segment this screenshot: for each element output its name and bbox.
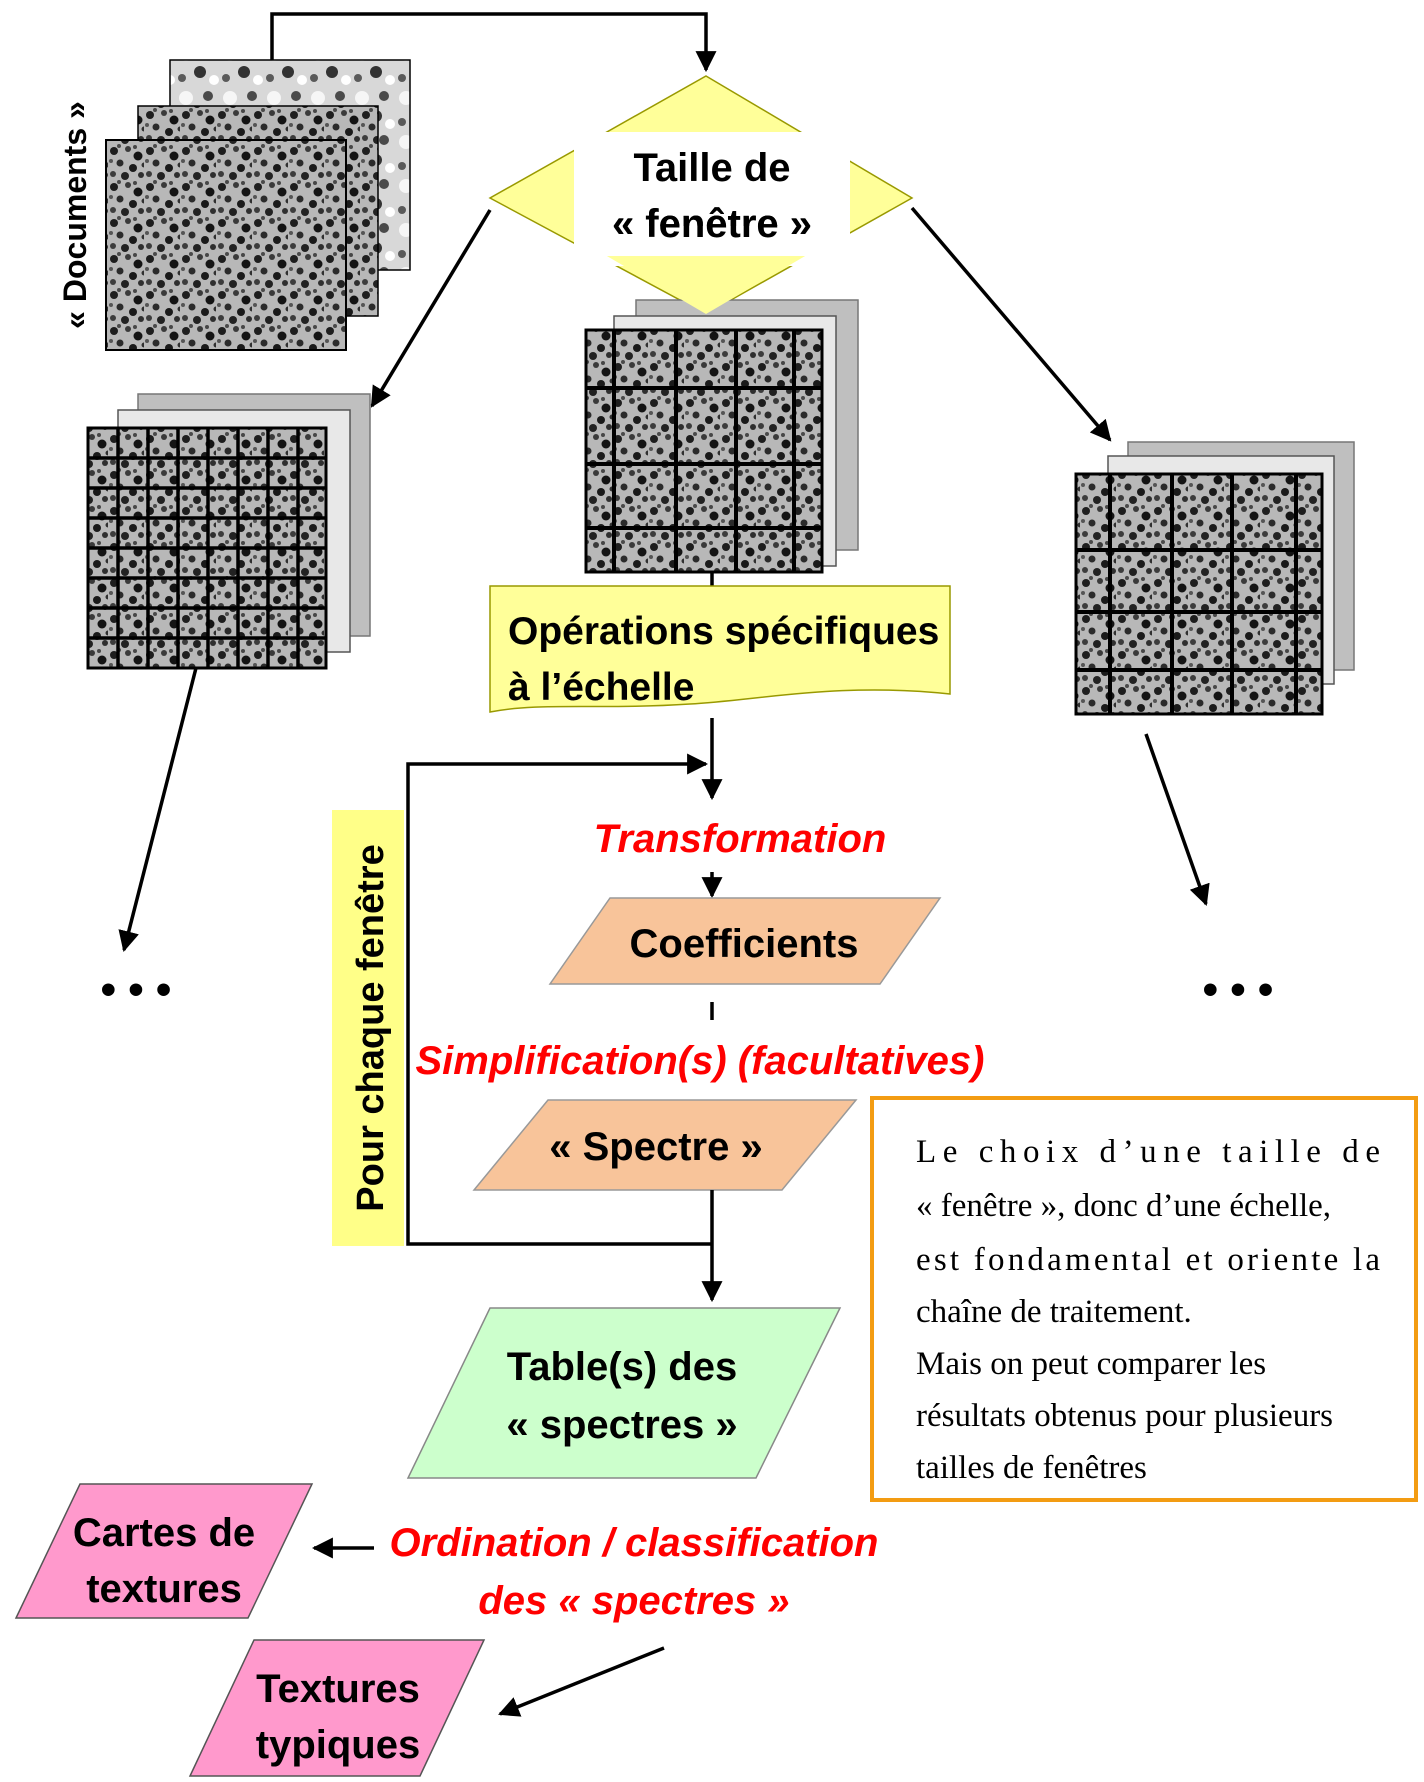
coarse-grid-stack: [1074, 441, 1355, 716]
loop-return-line: [406, 753, 712, 1246]
note-line-1: Le choix d’une taille de: [916, 1134, 1380, 1170]
window-size-label-bg-lower: [574, 226, 850, 256]
ordination-step-label-line1: Ordination / classification: [390, 1521, 879, 1565]
fine-grid-continuation-arrow: [118, 667, 198, 953]
loop-label-box: [332, 810, 404, 1246]
coarse-grid-image: [1074, 472, 1324, 716]
scale-ops-label-line1: Opérations spécifiques: [508, 610, 939, 653]
spectra-table-data-shape[interactable]: [406, 1307, 842, 1479]
scale-ops-process[interactable]: [489, 585, 951, 713]
fine-grid-stack: [86, 393, 371, 670]
documents-label: « Documents »: [57, 101, 93, 329]
diamond-to-coarse-grid-arrow: [910, 206, 1112, 442]
scale-ops-label-line2: à l’échelle: [508, 666, 694, 709]
loop-label: Pour chaque fenêtre: [350, 844, 392, 1211]
note-line-5: Mais on peut comparer les: [916, 1346, 1266, 1382]
window-size-label-line1: Taille de: [633, 146, 790, 190]
note-line-2: « fenêtre », donc d’une échelle,: [916, 1188, 1331, 1224]
note-box: [870, 1096, 1418, 1502]
fine-grid-lines: [88, 428, 326, 668]
window-size-label-line2-front: « fenêtre »: [612, 202, 812, 246]
typical-textures-label-line2: typiques: [256, 1723, 420, 1767]
coefficients-label: Coefficients: [630, 922, 859, 966]
ordination-step-label-line2: des « spectres »: [478, 1579, 789, 1623]
typical-textures-label-line1: Textures: [256, 1667, 420, 1711]
note-line-6: résultats obtenus pour plusieurs: [916, 1398, 1333, 1434]
texture-maps-label-line2: textures: [86, 1567, 242, 1611]
texture-maps-output-shape[interactable]: [14, 1483, 314, 1619]
note-line-7: tailles de fenêtres: [916, 1450, 1147, 1486]
coefficients-data-shape[interactable]: [548, 897, 942, 985]
coarse-grid-lines: [1076, 474, 1322, 714]
note-line-4: chaîne de traitement.: [916, 1294, 1192, 1330]
right-ellipsis: • • •: [1203, 965, 1274, 1014]
medium-grid-stack: [584, 299, 859, 574]
left-ellipsis: • • •: [101, 965, 172, 1014]
note-line-3: est fondamental et oriente la: [916, 1242, 1380, 1278]
document-stack-image: [105, 59, 411, 351]
spectra-table-label-line1: Table(s) des: [507, 1345, 737, 1389]
medium-grid-lines: [586, 330, 822, 572]
texture-maps-label-line1: Cartes de: [73, 1511, 255, 1555]
transformation-step-label: Transformation: [594, 817, 887, 861]
ordination-to-typical-arrow: [498, 1646, 665, 1717]
simplification-step-label: Simplification(s) (facultatives): [416, 1039, 985, 1083]
window-size-decision-tip: [600, 252, 812, 314]
spectre-label: « Spectre »: [549, 1125, 762, 1169]
typical-textures-output-shape[interactable]: [188, 1639, 486, 1777]
spectra-table-label-line2: « spectres »: [506, 1403, 737, 1447]
diamond-to-fine-grid-arrow: [370, 209, 492, 408]
spectre-data-shape[interactable]: [472, 1099, 858, 1191]
coarse-grid-continuation-arrow: [1144, 733, 1210, 906]
documents-to-window-arrow: [270, 12, 717, 73]
medium-grid-image: [584, 328, 824, 574]
